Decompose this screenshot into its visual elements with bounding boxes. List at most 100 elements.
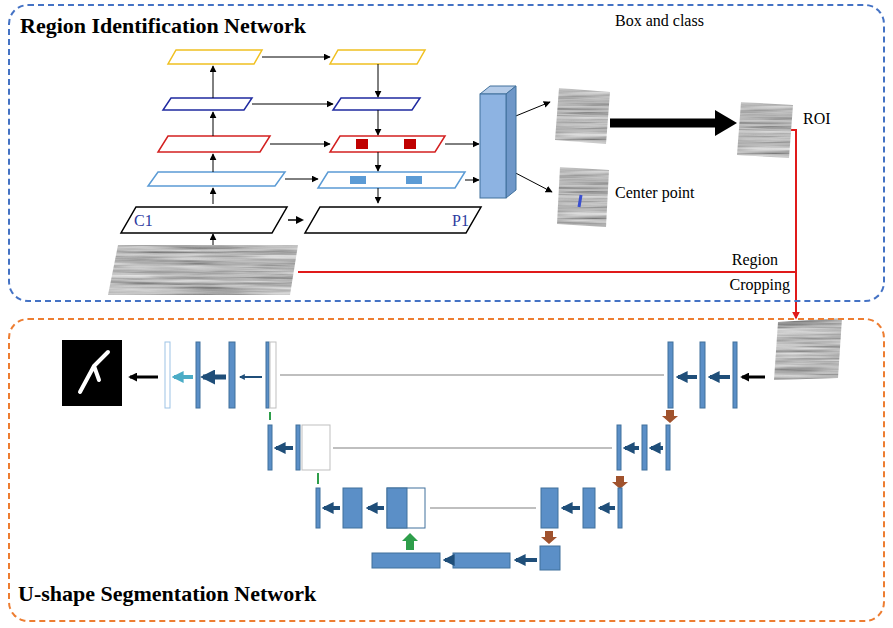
illustration-part xyxy=(378,152,379,171)
illustration-part xyxy=(678,375,697,379)
illustration-part xyxy=(387,488,425,528)
map-label: C1 xyxy=(134,212,153,230)
illustration-part xyxy=(453,553,510,568)
arrow-head xyxy=(715,110,737,136)
feature-map-outline xyxy=(305,207,481,233)
illustration-part xyxy=(666,425,670,470)
crop-image xyxy=(774,318,842,380)
arrow-head xyxy=(296,216,304,224)
illustration-part xyxy=(541,531,557,544)
unet xyxy=(62,340,765,570)
image-texture xyxy=(557,167,609,227)
output-image: Center point xyxy=(557,167,609,227)
roi-image: ROI xyxy=(737,102,793,158)
illustration-part xyxy=(213,234,214,245)
illustration-part xyxy=(213,112,214,136)
connector xyxy=(610,110,737,136)
illustration-part xyxy=(174,375,193,379)
illustration-part xyxy=(80,352,108,392)
illustration-part xyxy=(285,179,318,180)
panel-title: Region Identification Network xyxy=(20,14,306,38)
illustration-part xyxy=(642,425,647,470)
image-texture xyxy=(555,88,610,144)
illustration-part xyxy=(262,57,330,58)
anchor-mark xyxy=(350,176,366,184)
illustration-part xyxy=(430,507,536,509)
illustration-part xyxy=(213,188,214,204)
feature-map: P1 xyxy=(304,206,482,234)
feature-map-outline xyxy=(121,207,287,233)
output-image-shape xyxy=(555,88,610,144)
illustration-part xyxy=(213,154,214,172)
illustration-part xyxy=(742,376,765,379)
illustration-part xyxy=(563,506,580,510)
pyramid-level xyxy=(318,172,465,188)
output-image-shape xyxy=(557,167,609,227)
illustration-part xyxy=(317,473,319,484)
illustration-part xyxy=(733,342,737,408)
illustration-part xyxy=(541,488,558,528)
illustration-part xyxy=(196,342,200,408)
network-panel: U-shape Segmentation Network xyxy=(8,318,885,622)
illustration-part xyxy=(612,476,628,489)
illustration-part xyxy=(402,533,418,550)
connector-line xyxy=(288,219,297,221)
step-label: Region xyxy=(732,251,778,269)
input-image xyxy=(108,245,298,295)
illustration-part xyxy=(268,425,272,470)
illustration-part xyxy=(378,110,379,135)
anchor-mark xyxy=(404,139,416,149)
illustration-part xyxy=(465,180,479,181)
map-label: P1 xyxy=(452,212,469,230)
pyramid-level xyxy=(333,98,420,110)
center-mark xyxy=(579,195,581,207)
roi-image-shape xyxy=(737,102,793,158)
pyramid-level xyxy=(330,136,445,152)
image-label: Center point xyxy=(615,184,695,202)
illustration-part xyxy=(296,425,300,470)
pyramid-level xyxy=(148,172,285,186)
illustration-part xyxy=(372,553,440,568)
illustration-part xyxy=(266,342,269,408)
illustration-part xyxy=(625,446,639,450)
illustration-part xyxy=(700,342,705,408)
illustration-part xyxy=(229,342,235,408)
crop-line xyxy=(298,271,796,273)
illustration-part xyxy=(333,447,612,449)
illustration-part xyxy=(130,376,158,379)
illustration-part xyxy=(302,425,330,470)
illustration-part xyxy=(270,342,276,408)
illustration-part xyxy=(651,446,663,450)
pyramid-level xyxy=(163,98,252,110)
illustration-part xyxy=(378,188,379,203)
illustration-part xyxy=(668,342,673,408)
feature-map: C1 xyxy=(120,206,288,234)
illustration-part xyxy=(62,340,122,406)
head-block xyxy=(506,86,516,198)
panel-title: U-shape Segmentation Network xyxy=(18,582,316,606)
illustration-part xyxy=(203,375,226,380)
illustration-part xyxy=(213,66,214,98)
crop-line xyxy=(791,130,796,318)
illustration-part xyxy=(583,488,595,528)
illustration-part xyxy=(165,342,170,408)
anchor-mark xyxy=(406,176,422,184)
illustration-part xyxy=(240,376,262,378)
illustration-part xyxy=(540,546,560,570)
image-texture xyxy=(737,102,793,158)
illustration-part xyxy=(316,488,320,528)
pyramid-level xyxy=(158,136,270,152)
anchor-mark xyxy=(356,139,368,149)
illustration-part xyxy=(618,488,622,528)
illustration-part xyxy=(387,488,407,528)
head-block xyxy=(480,94,506,198)
connector-line xyxy=(610,119,716,128)
illustration-part xyxy=(378,64,379,97)
step-label: Cropping xyxy=(730,276,790,294)
image-label: ROI xyxy=(803,110,831,128)
illustration-part xyxy=(269,412,271,420)
illustration-part xyxy=(276,446,293,450)
